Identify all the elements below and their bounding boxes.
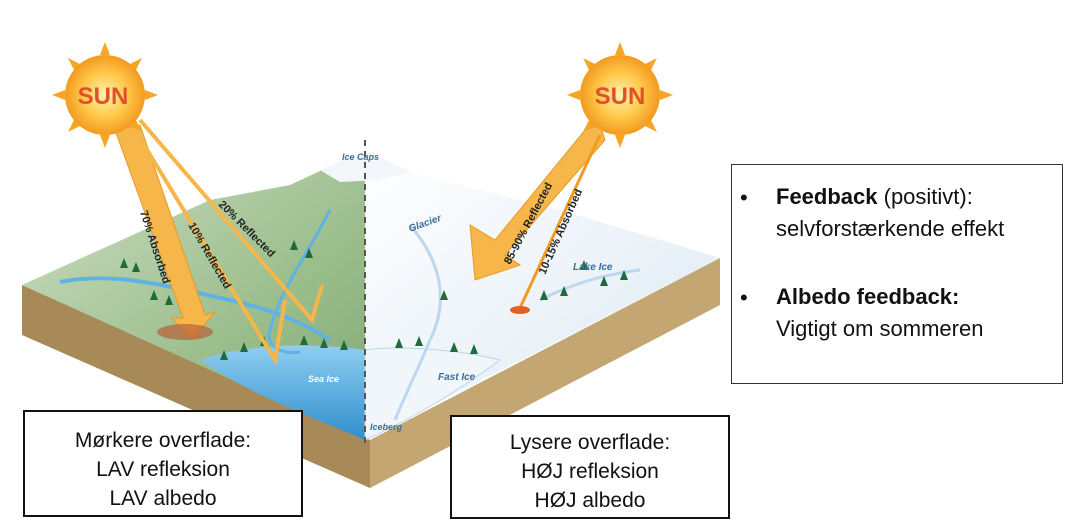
dark-surface-albedo: LAV albedo	[25, 484, 301, 513]
feedback-line: Feedback (positivt):	[776, 181, 973, 213]
dark-surface-title: Mørkere overflade:	[25, 426, 301, 455]
light-surface-reflection: HØJ refleksion	[452, 457, 728, 486]
iceberg-label: Iceberg	[370, 422, 403, 432]
ice-caps-label: Ice Caps	[342, 152, 379, 162]
bullet-1: •	[740, 185, 748, 211]
dark-surface-box: Mørkere overflade: LAV refleksion LAV al…	[23, 410, 303, 517]
fast-ice-label: Fast Ice	[438, 372, 476, 383]
sea-ice-label: Sea Ice	[308, 374, 339, 384]
absorbed-spot-right	[510, 306, 530, 314]
feedback-description: selvforstærkende effekt	[776, 213, 1004, 245]
feedback-qualifier: (positivt):	[878, 184, 973, 209]
absorbed-spot-left	[157, 324, 213, 340]
albedo-feedback-description: Vigtigt om sommeren	[776, 313, 983, 345]
sun-right-label: SUN	[595, 83, 646, 110]
feedback-info-box: • Feedback (positivt): selvforstærkende …	[731, 164, 1063, 384]
light-surface-albedo: HØJ albedo	[452, 486, 728, 515]
bullet-2: •	[740, 285, 748, 311]
feedback-term: Feedback	[776, 184, 878, 209]
sun-left-label: SUN	[78, 83, 129, 110]
lake-ice-label: Lake Ice	[573, 262, 613, 273]
light-surface-title: Lysere overflade:	[452, 428, 728, 457]
albedo-feedback-term: Albedo feedback:	[776, 281, 959, 313]
light-surface-box: Lysere overflade: HØJ refleksion HØJ alb…	[450, 415, 730, 519]
dark-surface-reflection: LAV refleksion	[25, 455, 301, 484]
